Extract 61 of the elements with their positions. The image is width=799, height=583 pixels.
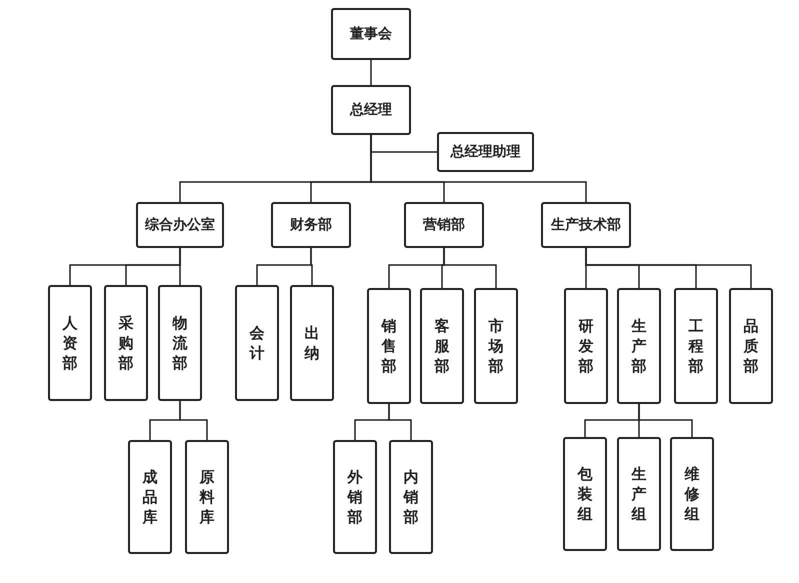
unit-name: 总经理: [350, 100, 392, 120]
unit-name: 内销部: [404, 466, 418, 528]
connector-line: [388, 404, 412, 440]
connector-line: [370, 135, 587, 202]
org-box: [617, 288, 661, 404]
org-box: [563, 437, 607, 551]
org-box: [474, 288, 518, 404]
unit-name: 人资部: [62, 312, 78, 374]
org-box: [564, 288, 608, 404]
org-box: [104, 285, 148, 401]
unit-name: 总经理助理: [450, 142, 520, 162]
org-box: [617, 437, 661, 551]
unit-name: 出纳: [304, 322, 320, 364]
org-box: [158, 285, 202, 401]
org-box: [185, 440, 229, 554]
unit-name: 包装组: [578, 464, 592, 524]
unit-name: 生产组: [632, 464, 646, 524]
org-box: [48, 285, 92, 401]
unit-name: 综合办公室: [145, 216, 215, 234]
org-box: [674, 288, 718, 404]
org-box: [670, 437, 714, 551]
unit-name: 董事会: [350, 24, 392, 44]
org-box: [389, 440, 433, 554]
unit-name: 物流部: [172, 312, 188, 374]
unit-name: 销售部: [382, 316, 396, 376]
connector-line: [179, 401, 208, 440]
org-box: [420, 288, 464, 404]
unit-name: 工程部: [688, 316, 704, 376]
unit-name: 采购部: [118, 312, 134, 374]
org-box: [333, 440, 377, 554]
org-box: [541, 202, 631, 248]
unit-name: 客服部: [434, 316, 450, 376]
org-box: [404, 202, 484, 248]
unit-name: 生产部: [632, 316, 646, 376]
org-box: [290, 285, 334, 401]
connector-line: [443, 248, 497, 288]
unit-name: 品质部: [744, 316, 758, 376]
org-box: [271, 202, 351, 248]
unit-name: 外销部: [348, 466, 362, 528]
unit-name: 成品库: [142, 466, 158, 528]
unit-name: 会计: [250, 322, 264, 364]
org-box: [235, 285, 279, 401]
connector-line: [638, 404, 693, 437]
unit-name: 维修组: [684, 464, 700, 524]
unit-name: 财务部: [290, 216, 332, 234]
unit-name: 原料库: [200, 466, 214, 528]
unit-name: 生产技术部: [551, 216, 621, 234]
connector-line: [310, 248, 313, 285]
connector-line: [585, 248, 752, 288]
org-box: [136, 202, 224, 248]
unit-name: 研发部: [578, 316, 594, 376]
org-box: [729, 288, 773, 404]
org-box: [437, 132, 534, 172]
unit-name: 营销部: [423, 216, 465, 234]
org-box: [331, 85, 411, 135]
connector-line: [370, 60, 372, 85]
org-box: [367, 288, 411, 404]
unit-name: 市场部: [488, 316, 504, 376]
connector-line: [179, 248, 181, 285]
org-box: [128, 440, 172, 554]
org-box: [331, 8, 411, 60]
